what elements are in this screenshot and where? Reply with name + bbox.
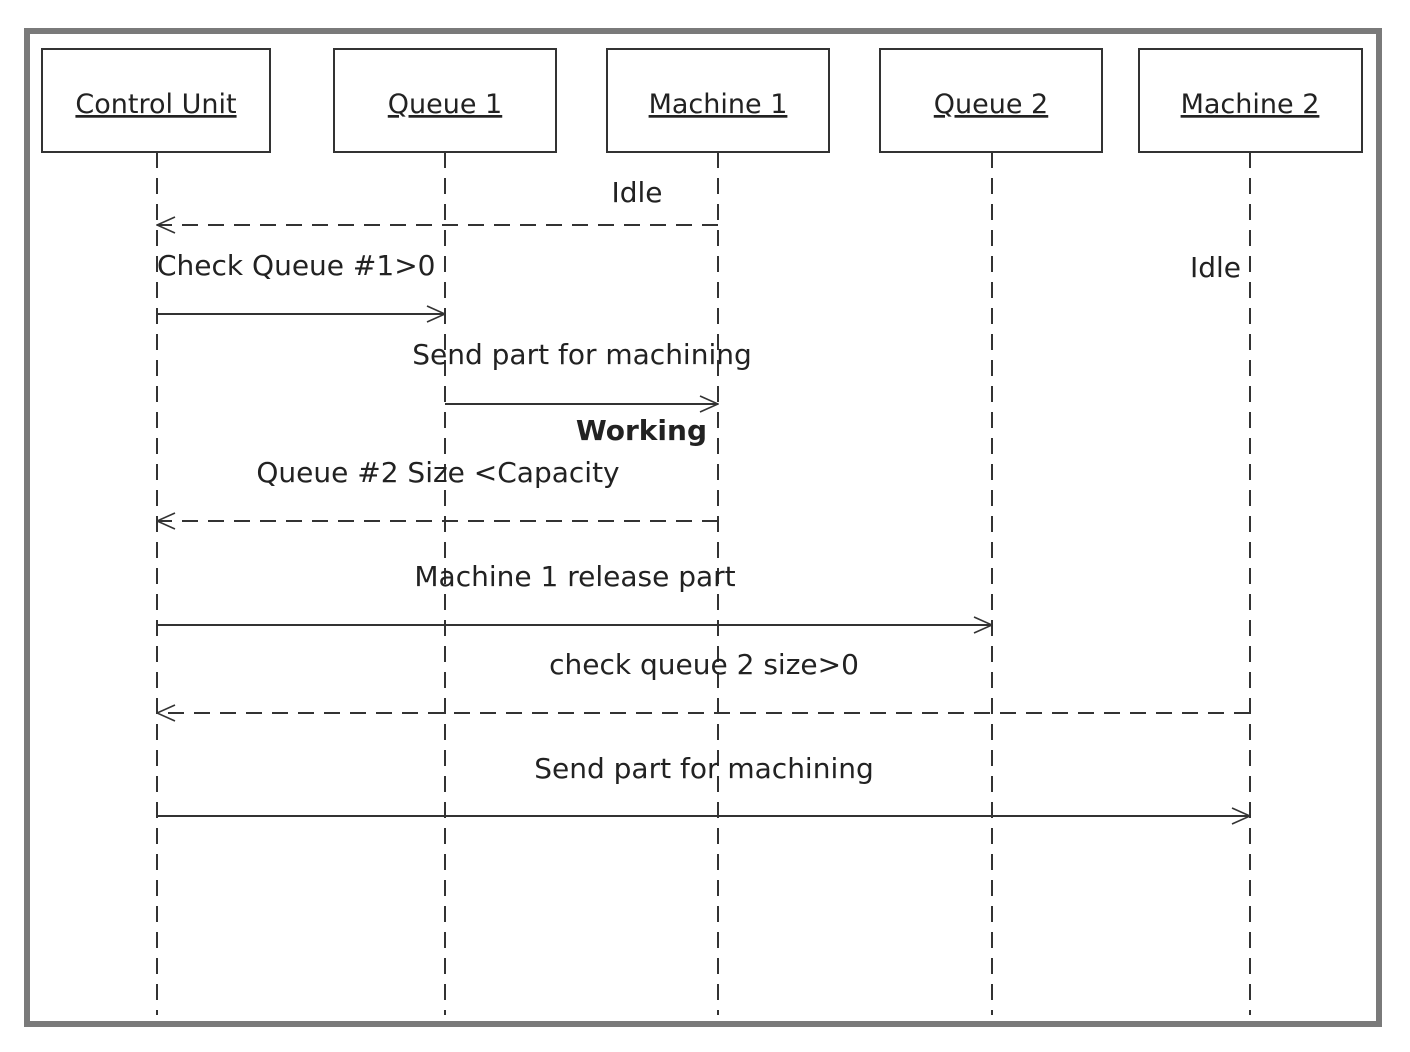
participant-box bbox=[1138, 48, 1363, 153]
participant-label: Machine 1 bbox=[649, 89, 788, 120]
message-label-queue-2-capacity: Queue #2 Size <Capacity bbox=[256, 456, 619, 489]
participant-box bbox=[879, 48, 1103, 153]
message-label-idle: Idle bbox=[611, 176, 662, 209]
message-label-check-queue-1: Check Queue #1>0 bbox=[157, 249, 435, 282]
message-label-release-part: Machine 1 release part bbox=[414, 560, 735, 593]
participant-queue-1: Queue 1 bbox=[333, 48, 557, 153]
state-label-machine-1-working: Working bbox=[576, 414, 707, 447]
participant-machine-1: Machine 1 bbox=[606, 48, 830, 153]
participant-queue-2: Queue 2 bbox=[879, 48, 1103, 153]
participant-box bbox=[606, 48, 830, 153]
participant-machine-2: Machine 2 bbox=[1138, 48, 1363, 153]
participant-box bbox=[333, 48, 557, 153]
participant-label: Machine 2 bbox=[1181, 89, 1320, 120]
message-label-check-queue-2: check queue 2 size>0 bbox=[549, 648, 859, 681]
diagram-frame bbox=[24, 28, 1382, 1027]
participant-box bbox=[41, 48, 271, 153]
participant-label: Queue 1 bbox=[388, 89, 502, 120]
participant-control-unit: Control Unit bbox=[41, 48, 271, 153]
participant-label: Control Unit bbox=[75, 89, 236, 120]
message-label-send-part-machine-1: Send part for machining bbox=[412, 338, 752, 371]
state-label-machine-2-idle: Idle bbox=[1190, 251, 1241, 284]
participant-label: Queue 2 bbox=[934, 89, 1048, 120]
message-label-send-part-machine-2: Send part for machining bbox=[534, 752, 874, 785]
